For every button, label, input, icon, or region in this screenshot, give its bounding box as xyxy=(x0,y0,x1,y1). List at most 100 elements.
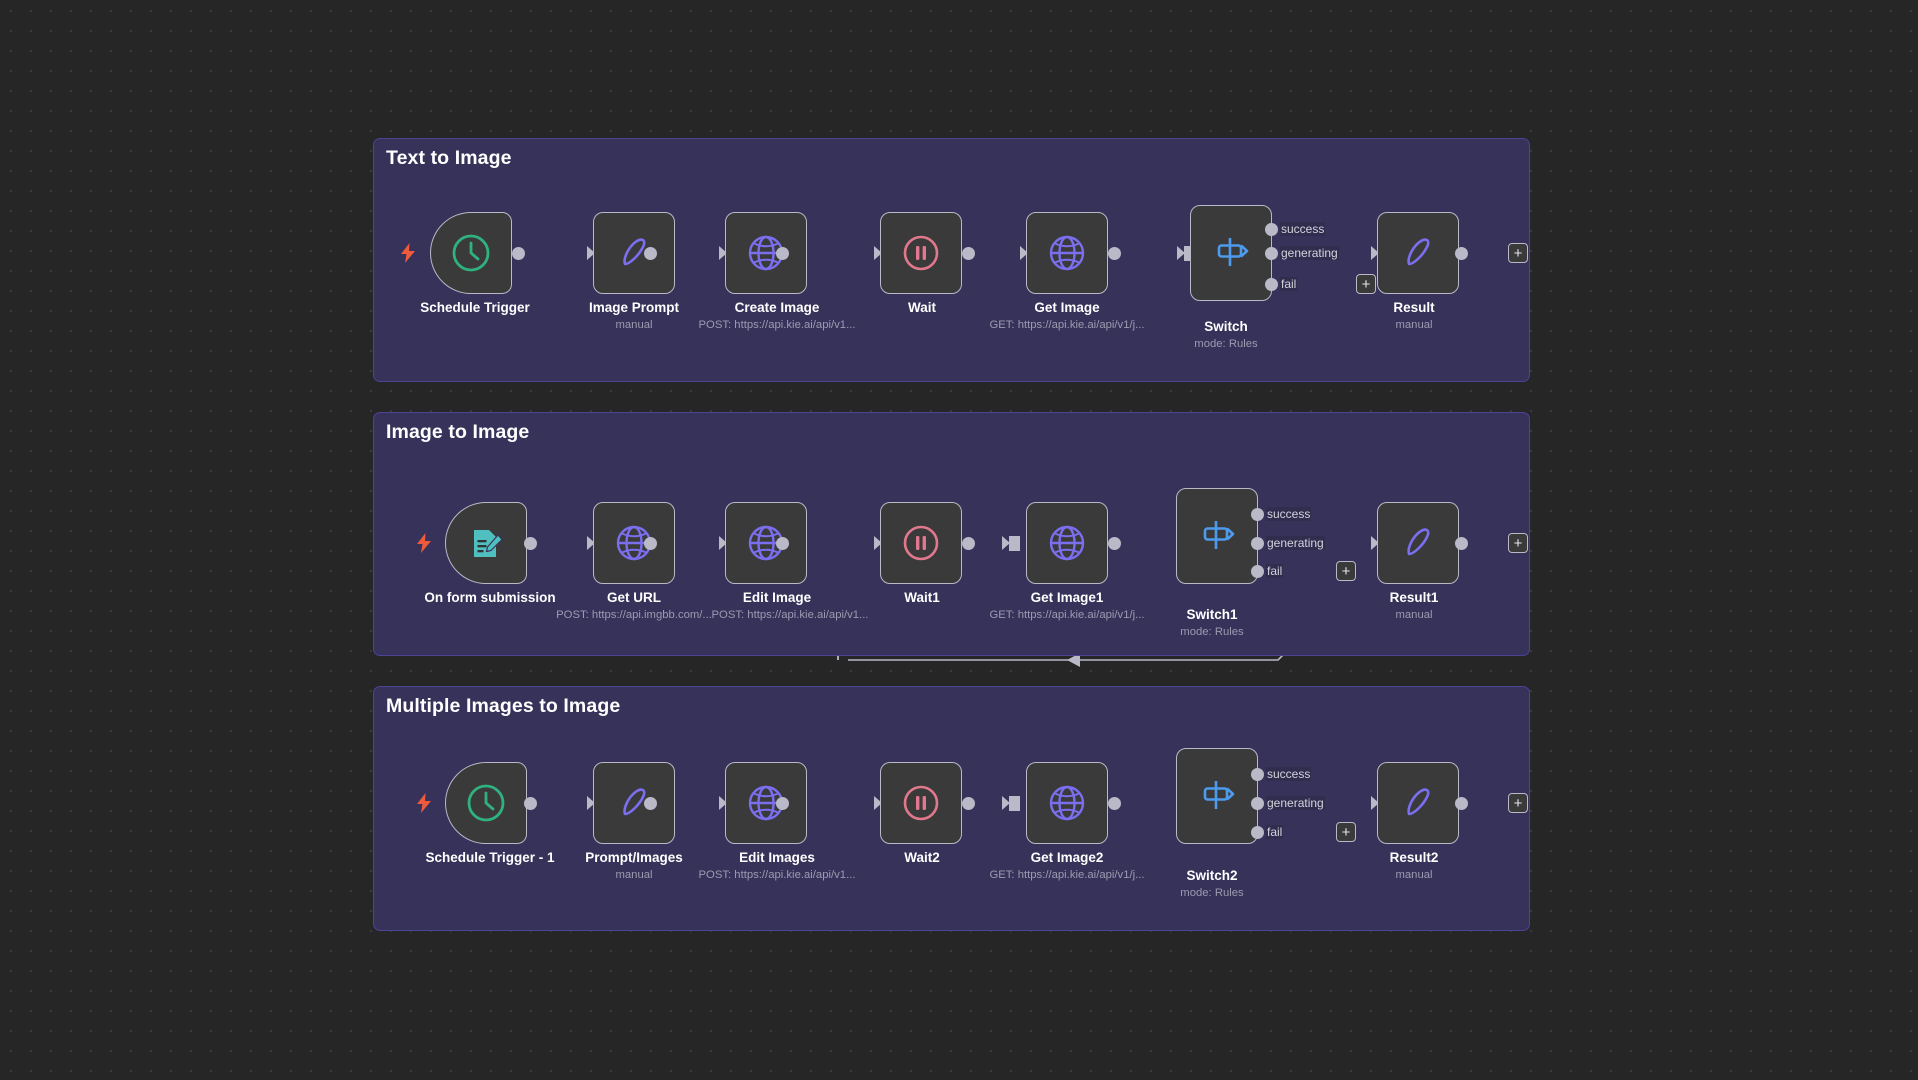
port-out[interactable] xyxy=(644,797,657,810)
switch-icon xyxy=(1203,781,1235,809)
port-out[interactable] xyxy=(776,247,789,260)
node-get-image1[interactable] xyxy=(1026,502,1108,584)
add-node-button-fail[interactable]: + xyxy=(1356,274,1376,294)
node-label: Wait xyxy=(908,300,936,315)
port-in[interactable] xyxy=(1177,246,1195,261)
node-edit-images[interactable] xyxy=(725,762,807,844)
node-subtitle: POST: https://api.kie.ai/api/v1... xyxy=(698,319,856,331)
port-out[interactable] xyxy=(524,537,537,550)
port-out[interactable] xyxy=(1455,247,1468,260)
port-out[interactable] xyxy=(1108,797,1121,810)
globe-icon xyxy=(1049,785,1085,821)
node-subtitle: manual xyxy=(1395,609,1433,621)
node-label: Get Image xyxy=(1034,300,1100,315)
edge-label-generating: generating xyxy=(1280,246,1339,260)
node-subtitle: GET: https://api.kie.ai/api/v1/j... xyxy=(989,319,1145,331)
port-out[interactable] xyxy=(512,247,525,260)
node-label: Switch2 xyxy=(1186,868,1238,883)
node-subtitle: POST: https://api.kie.ai/api/v1... xyxy=(711,609,869,621)
node-get-image[interactable] xyxy=(1026,212,1108,294)
port-out-success[interactable] xyxy=(1251,768,1264,781)
node-label: Create Image xyxy=(734,300,820,315)
port-out[interactable] xyxy=(1108,537,1121,550)
node-subtitle: manual xyxy=(615,319,653,331)
group-title: Image to Image xyxy=(386,421,530,443)
port-out[interactable] xyxy=(962,537,975,550)
node-label: Get URL xyxy=(607,590,661,605)
add-node-button[interactable]: + xyxy=(1508,243,1528,263)
port-out[interactable] xyxy=(524,797,537,810)
node-wait2[interactable] xyxy=(880,762,962,844)
group-title: Multiple Images to Image xyxy=(386,695,621,717)
switch-icon xyxy=(1217,238,1249,266)
pause-icon xyxy=(903,525,939,561)
edge-label-success: success xyxy=(1266,767,1312,781)
port-out[interactable] xyxy=(1455,537,1468,550)
node-subtitle: GET: https://api.kie.ai/api/v1/j... xyxy=(989,609,1145,621)
port-out-generating[interactable] xyxy=(1265,247,1278,260)
node-result2[interactable] xyxy=(1377,762,1459,844)
clock-icon xyxy=(467,784,505,822)
node-schedule-trigger-1[interactable] xyxy=(445,762,527,844)
pencil-icon xyxy=(1407,528,1430,556)
trigger-bolt-icon xyxy=(416,793,432,813)
node-subtitle: manual xyxy=(1395,319,1433,331)
node-label: Edit Image xyxy=(742,590,812,605)
port-out[interactable] xyxy=(644,247,657,260)
node-subtitle: manual xyxy=(615,869,653,881)
edge-label-fail: fail xyxy=(1266,564,1284,578)
node-on-form-submission[interactable] xyxy=(445,502,527,584)
node-label: Result2 xyxy=(1389,850,1439,865)
port-out-fail[interactable] xyxy=(1251,826,1264,839)
node-switch[interactable] xyxy=(1190,205,1272,301)
node-get-url[interactable] xyxy=(593,502,675,584)
node-label: Result1 xyxy=(1389,590,1439,605)
port-out-fail[interactable] xyxy=(1251,565,1264,578)
node-label: Edit Images xyxy=(739,850,815,865)
add-node-button-fail[interactable]: + xyxy=(1336,561,1356,581)
node-label: Wait2 xyxy=(904,850,940,865)
port-out[interactable] xyxy=(962,797,975,810)
globe-icon xyxy=(1049,235,1085,271)
node-switch1[interactable] xyxy=(1176,488,1258,584)
node-result[interactable] xyxy=(1377,212,1459,294)
port-out-success[interactable] xyxy=(1251,508,1264,521)
node-wait1[interactable] xyxy=(880,502,962,584)
add-node-button-fail[interactable]: + xyxy=(1336,822,1356,842)
add-node-button[interactable]: + xyxy=(1508,793,1528,813)
port-out-generating[interactable] xyxy=(1251,797,1264,810)
node-get-image2[interactable] xyxy=(1026,762,1108,844)
edge-label-generating: generating xyxy=(1266,536,1325,550)
edge-label-generating: generating xyxy=(1266,796,1325,810)
port-out[interactable] xyxy=(776,537,789,550)
port-out-success[interactable] xyxy=(1265,223,1278,236)
node-prompt-images[interactable] xyxy=(593,762,675,844)
clock-icon xyxy=(452,234,490,272)
node-label: Prompt/Images xyxy=(585,850,683,865)
port-out[interactable] xyxy=(644,537,657,550)
port-in[interactable] xyxy=(1002,536,1020,551)
port-out[interactable] xyxy=(776,797,789,810)
node-image-prompt[interactable] xyxy=(593,212,675,294)
add-node-button[interactable]: + xyxy=(1508,533,1528,553)
node-label: Image Prompt xyxy=(588,300,680,315)
node-switch2[interactable] xyxy=(1176,748,1258,844)
port-out-fail[interactable] xyxy=(1265,278,1278,291)
port-out[interactable] xyxy=(1455,797,1468,810)
port-out-generating[interactable] xyxy=(1251,537,1264,550)
node-create-image[interactable] xyxy=(725,212,807,294)
node-label: Get Image1 xyxy=(1030,590,1104,605)
node-wait[interactable] xyxy=(880,212,962,294)
node-label: Result xyxy=(1393,300,1435,315)
port-in[interactable] xyxy=(1002,796,1020,811)
node-result1[interactable] xyxy=(1377,502,1459,584)
trigger-bolt-icon xyxy=(416,533,432,553)
node-subtitle: POST: https://api.kie.ai/api/v1... xyxy=(698,869,856,881)
port-out[interactable] xyxy=(962,247,975,260)
node-label: Wait1 xyxy=(904,590,940,605)
globe-icon xyxy=(748,785,784,821)
port-out[interactable] xyxy=(1108,247,1121,260)
node-schedule-trigger[interactable] xyxy=(430,212,512,294)
node-edit-image[interactable] xyxy=(725,502,807,584)
